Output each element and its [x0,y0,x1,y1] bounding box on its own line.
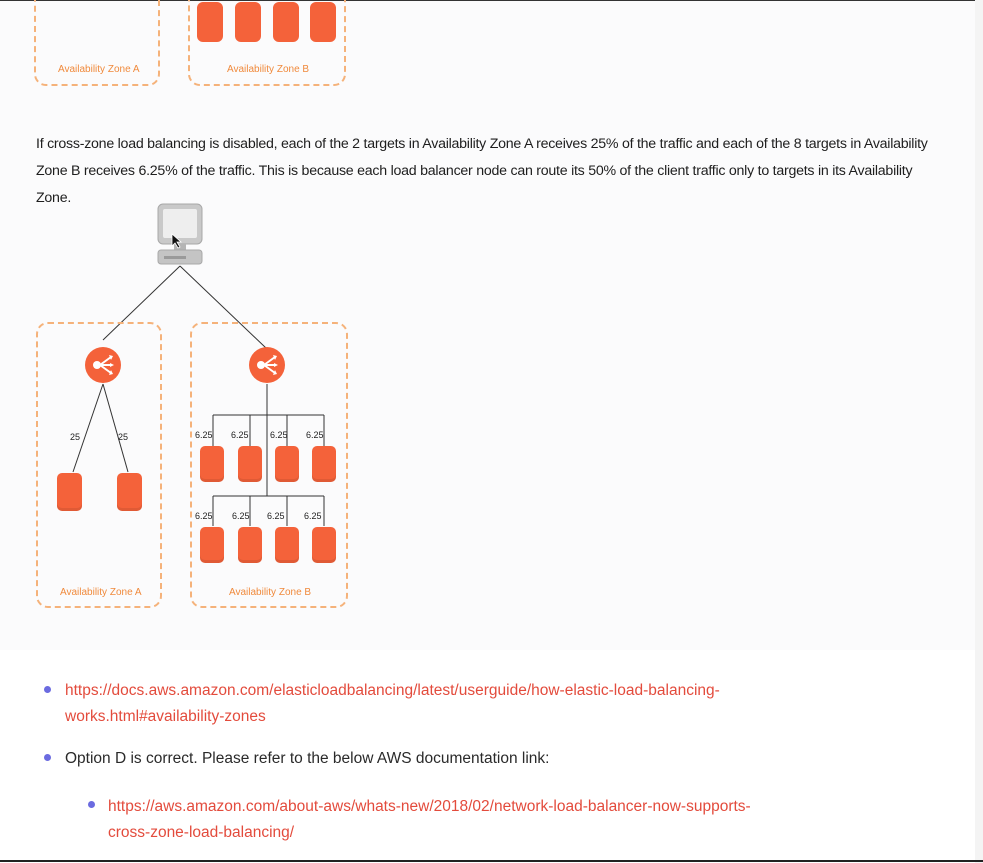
weight-label: 6.25 [232,511,250,521]
zone-a-label: Availability Zone A [58,64,140,75]
zone-a-label: Availability Zone A [60,587,142,598]
client-computer-icon [157,203,203,265]
target-icon [275,527,299,563]
scrollbar-track[interactable] [975,0,983,863]
zone-a-box [34,0,160,86]
weight-label: 6.25 [267,511,285,521]
answer-text: Option D is correct. Please refer to the… [65,750,550,767]
weight-label: 25 [118,432,129,442]
load-balancer-icon [85,347,121,383]
target-icon [197,2,223,42]
target-icon [312,527,336,563]
load-balancer-icon [249,347,285,383]
whats-new-link-line1[interactable]: https://aws.amazon.com/about-aws/whats-n… [108,798,751,815]
weight-label: 6.25 [195,430,213,440]
mouse-cursor-icon [171,233,183,249]
top-border [0,0,983,1]
docs-link-line1[interactable]: https://docs.aws.amazon.com/elasticloadb… [65,682,720,699]
target-icon [238,446,262,482]
docs-link-line2[interactable]: works.html#availability-zones [65,708,266,725]
content-area [0,0,975,650]
explanation-paragraph: If cross-zone load balancing is disabled… [36,136,928,206]
whats-new-link-line2[interactable]: cross-zone-load-balancing/ [108,824,295,841]
bottom-border [0,860,983,862]
target-icon [312,446,336,482]
zone-b-label: Availability Zone B [229,587,312,598]
weight-label: 6.25 [304,511,322,521]
bullet-icon [44,754,51,761]
target-icon [310,2,336,42]
target-icon [273,2,299,42]
target-icon [57,473,82,511]
target-icon [200,527,224,563]
target-icon [117,473,142,511]
zone-b-box [188,0,346,86]
zone-b-label: Availability Zone B [227,64,310,75]
weight-label: 6.25 [270,430,288,440]
zone-a-box [36,322,162,608]
bullet-icon [44,686,51,693]
weight-label: 25 [70,432,81,442]
weight-label: 6.25 [195,511,213,521]
target-icon [238,527,262,563]
zone-b-box [190,322,348,608]
weight-label: 6.25 [231,430,249,440]
weight-label: 6.25 [306,430,324,440]
target-icon [235,2,261,42]
bullet-icon [88,801,95,808]
target-icon [275,446,299,482]
target-icon [200,446,224,482]
